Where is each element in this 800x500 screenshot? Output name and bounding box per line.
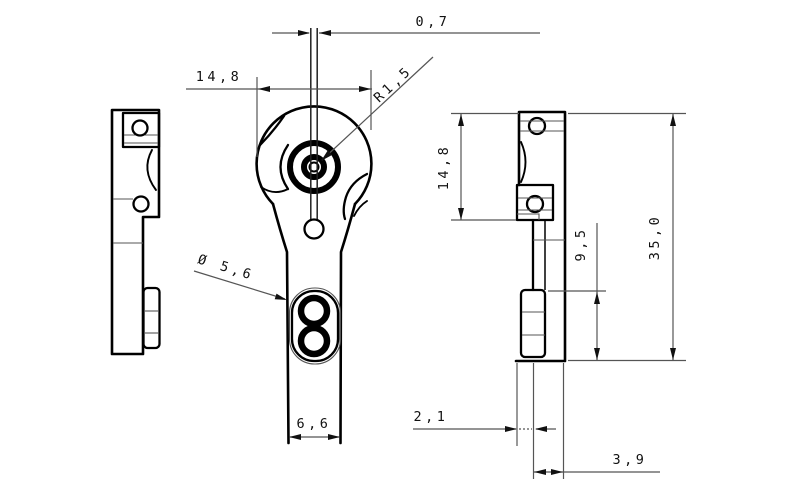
arrowhead bbox=[359, 86, 371, 92]
bottom-hole-upper bbox=[297, 294, 331, 328]
slot-end-hole bbox=[303, 218, 325, 240]
dim-text-mid-section-width: 3,9 bbox=[613, 452, 648, 468]
hub-inner-ring bbox=[301, 154, 327, 180]
arrowhead bbox=[551, 469, 563, 475]
right-side-view bbox=[514, 110, 567, 363]
dim-text-slot-width: 0,7 bbox=[416, 14, 451, 30]
right-view-notch bbox=[517, 213, 540, 220]
head-outline bbox=[255, 105, 373, 206]
dim-lower-boss-height: 9,5 bbox=[548, 223, 606, 360]
dim-text-bottom-hole-diameter: Ø 5,6 bbox=[196, 252, 256, 284]
dim-text-center-hole-radius: R1,5 bbox=[371, 63, 416, 106]
head-pocket-arc bbox=[353, 200, 368, 217]
left-view-arc bbox=[146, 149, 157, 191]
bottom-hole-lower bbox=[297, 324, 331, 358]
arrowhead bbox=[670, 348, 676, 360]
arrowhead bbox=[458, 208, 464, 220]
right-view-outline bbox=[514, 110, 567, 363]
stem-right-edge bbox=[339, 202, 357, 445]
hole-boss bbox=[290, 289, 340, 363]
left-side-view bbox=[110, 108, 161, 356]
head-pocket-arc bbox=[342, 172, 369, 221]
front-view bbox=[255, 28, 373, 445]
dim-overall-height: 35,0 bbox=[568, 112, 686, 362]
head-pocket-arc bbox=[258, 114, 286, 147]
arrowhead bbox=[594, 348, 600, 360]
left-view-top-rect bbox=[121, 111, 161, 149]
dim-stem-width: 6,6 bbox=[289, 416, 340, 440]
left-view-pivot-hole bbox=[132, 195, 150, 213]
arrowhead bbox=[458, 114, 464, 126]
right-view-pivot-hole bbox=[525, 194, 545, 214]
arrowhead bbox=[319, 30, 331, 36]
dim-text-face-offset: 2,1 bbox=[414, 409, 449, 425]
arrowhead bbox=[328, 434, 340, 440]
stem-left-edge bbox=[271, 202, 290, 445]
dim-text-overall-height: 35,0 bbox=[647, 214, 663, 261]
center-hole bbox=[308, 161, 320, 173]
right-view-top-hole bbox=[527, 116, 547, 136]
head-pocket-arc bbox=[260, 186, 289, 193]
right-view-arc bbox=[520, 141, 527, 183]
hole-boss-outline bbox=[288, 287, 342, 365]
dim-text-lower-boss-height: 9,5 bbox=[573, 227, 589, 262]
dim-text-pivot-section-height: 14,8 bbox=[436, 144, 452, 191]
left-view-top-hole bbox=[131, 119, 149, 137]
arrowhead bbox=[321, 150, 332, 161]
dim-head-diameter: 14,8 bbox=[186, 69, 372, 157]
dim-center-hole-radius: R1,5 bbox=[321, 56, 434, 161]
dim-face-offset: 2,1 bbox=[413, 363, 556, 479]
arrowhead bbox=[534, 469, 546, 475]
arrowhead bbox=[535, 426, 547, 432]
arrowhead bbox=[289, 434, 301, 440]
dim-text-stem-width: 6,6 bbox=[297, 416, 332, 432]
hub-outer-ring bbox=[287, 140, 341, 194]
arrowhead bbox=[298, 30, 310, 36]
dim-bottom-hole-diameter: Ø 5,6 bbox=[193, 252, 287, 300]
dim-slot-width: 0,7 bbox=[272, 14, 540, 36]
arrowhead bbox=[594, 292, 600, 304]
right-view-boss bbox=[519, 288, 547, 359]
left-view-outline bbox=[110, 108, 161, 356]
arrowhead bbox=[670, 114, 676, 126]
arrowhead bbox=[505, 426, 517, 432]
dim-pivot-section-height: 14,8 bbox=[436, 112, 519, 221]
arrowhead bbox=[274, 293, 287, 300]
dim-mid-section-width: 3,9 bbox=[533, 363, 660, 479]
left-view-boss bbox=[142, 286, 161, 350]
arrowhead bbox=[258, 86, 270, 92]
dim-text-head-diameter: 14,8 bbox=[196, 69, 243, 85]
right-view-pivot-boss bbox=[515, 183, 555, 222]
head-pocket-arc bbox=[279, 143, 290, 191]
